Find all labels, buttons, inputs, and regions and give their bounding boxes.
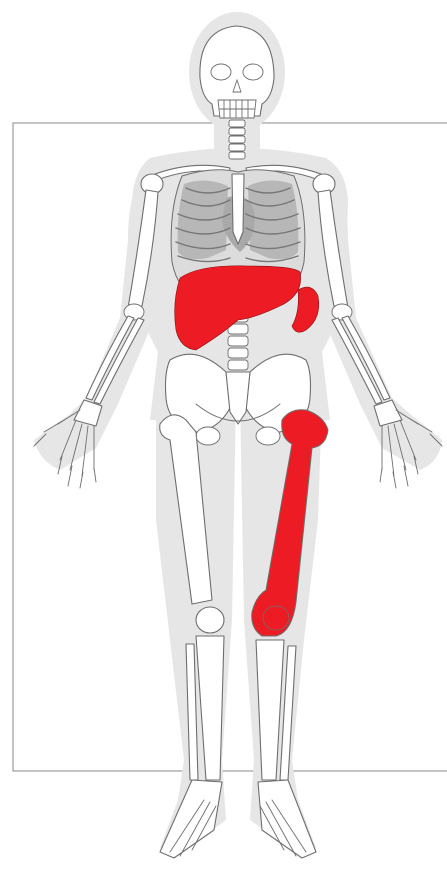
sternum — [232, 174, 244, 244]
right-foot — [160, 780, 222, 858]
cervical-spine — [229, 120, 245, 159]
left-kneecap — [263, 606, 289, 630]
right-kneecap — [196, 607, 224, 633]
